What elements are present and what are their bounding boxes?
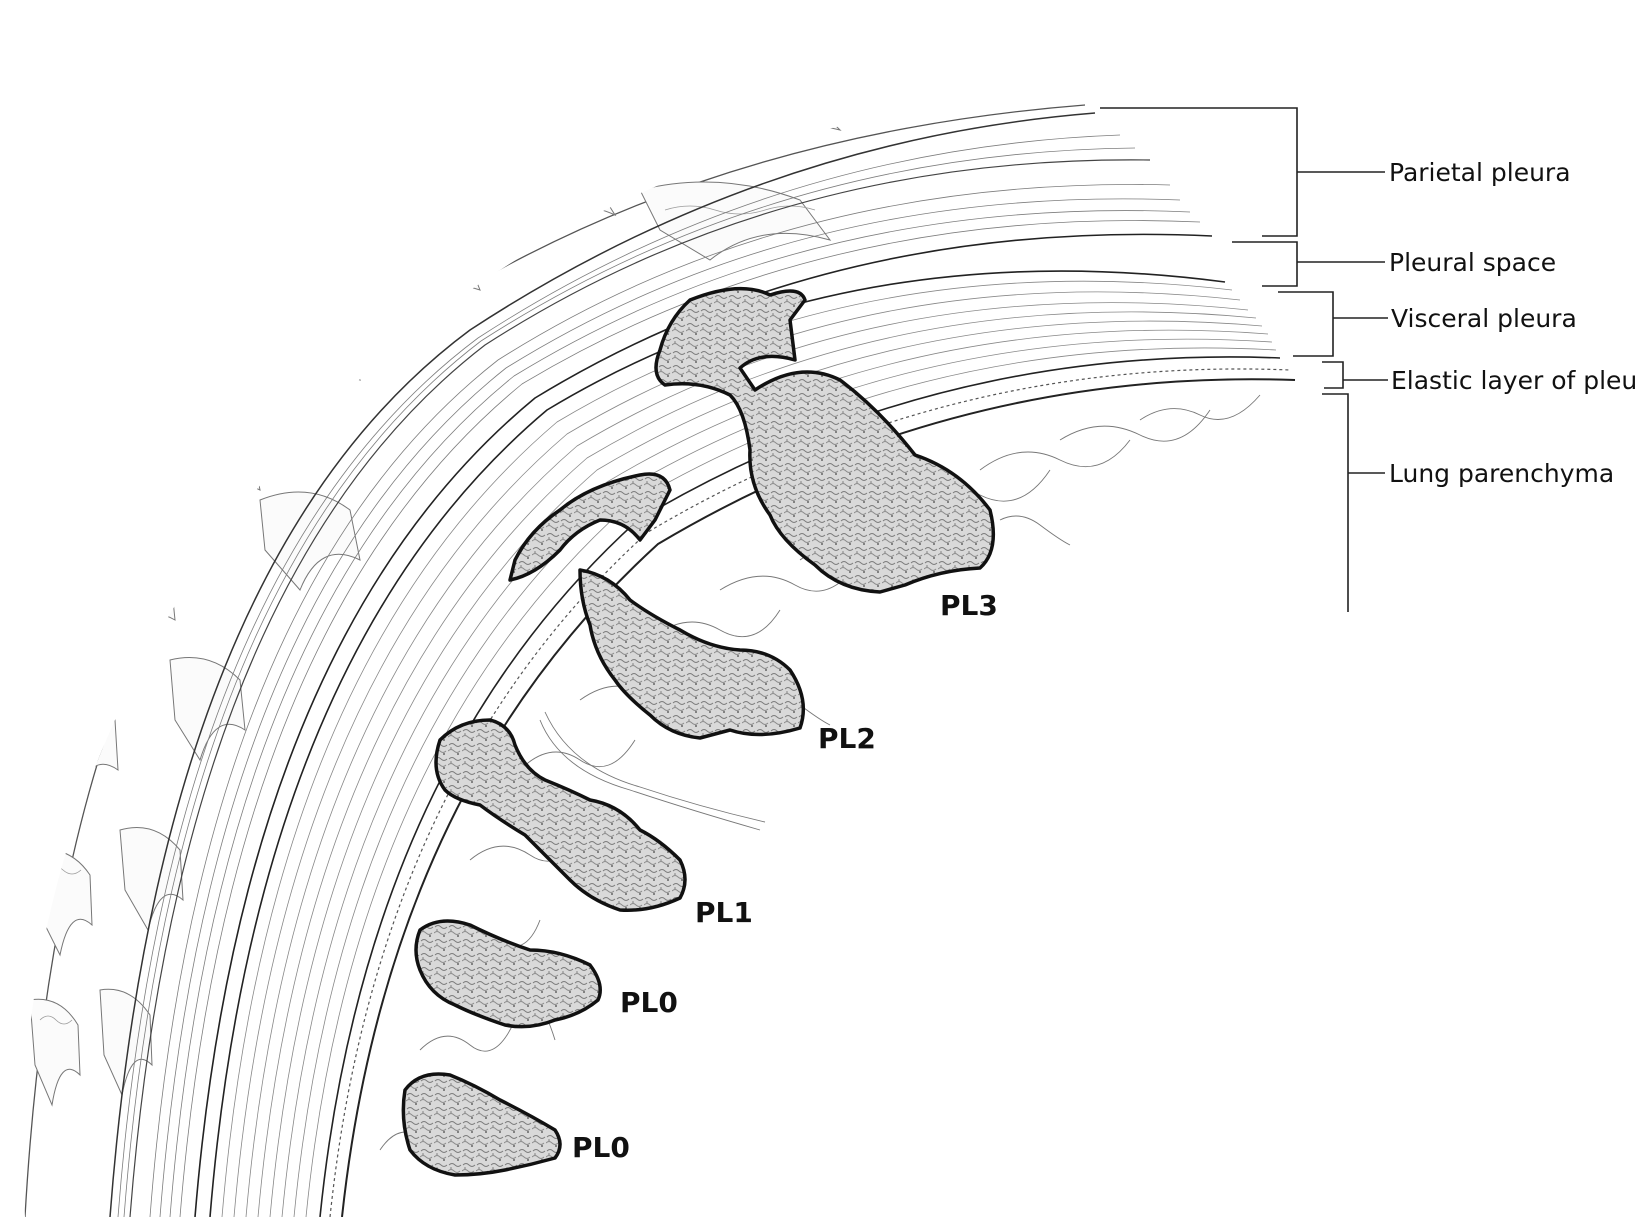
label-visceral-pleura: Visceral pleura <box>1391 304 1577 333</box>
tumor-pl0-lower <box>403 1074 560 1175</box>
label-elastic-layer: Elastic layer of pleura <box>1391 366 1638 395</box>
label-lung-parenchyma: Lung parenchyma <box>1389 459 1614 488</box>
bracket-pleural-space <box>1232 242 1385 286</box>
label-pleural-space: Pleural space <box>1389 248 1556 277</box>
label-pl3: PL3 <box>940 589 998 622</box>
bracket-elastic-layer <box>1322 362 1388 388</box>
tumor-pl1 <box>436 720 685 910</box>
label-parietal-pleura: Parietal pleura <box>1389 158 1571 187</box>
bracket-visceral-pleura <box>1278 292 1388 356</box>
tumor-nodules <box>403 289 993 1175</box>
bracket-parietal-pleura <box>1100 108 1385 236</box>
pleural-space-layer <box>210 271 1225 1217</box>
tumor-pl2 <box>510 474 670 580</box>
chest-wall-tissue <box>25 48 1085 1218</box>
tumor-pl3 <box>656 289 993 592</box>
layer-labels: Parietal pleura Pleural space Visceral p… <box>1389 158 1638 488</box>
label-pl0-lower: PL0 <box>572 1131 630 1164</box>
label-pl2: PL2 <box>818 722 876 755</box>
label-pl0-upper: PL0 <box>620 986 678 1019</box>
label-pl1: PL1 <box>695 896 753 929</box>
bracket-lung-parenchyma <box>1322 394 1385 612</box>
tumor-pl2-body <box>580 570 803 738</box>
tumor-pl0-upper <box>416 921 600 1027</box>
